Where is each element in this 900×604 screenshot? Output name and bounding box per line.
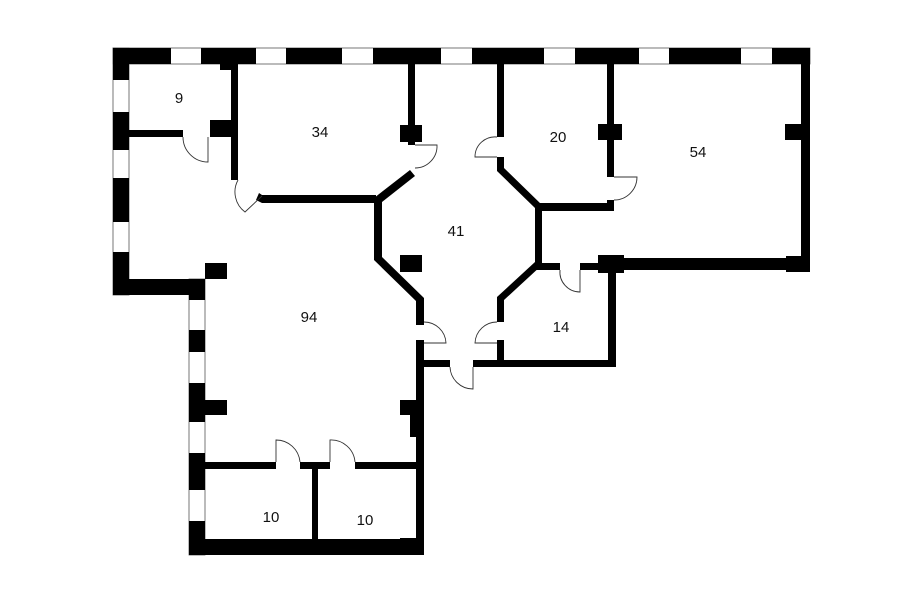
room-10a-label: 10 <box>263 509 280 526</box>
room-94-label: 94 <box>301 309 318 326</box>
room-41-label: 41 <box>448 223 465 240</box>
walls <box>113 48 810 555</box>
room-54-label: 54 <box>690 144 707 161</box>
room-14-label: 14 <box>553 319 570 336</box>
room-34-label: 34 <box>312 124 329 141</box>
doors <box>182 136 638 463</box>
room-labels: 9 34 20 54 41 94 14 10 10 <box>175 90 707 529</box>
room-20-label: 20 <box>550 129 567 146</box>
room-9-label: 9 <box>175 90 183 107</box>
room-10b-label: 10 <box>357 512 374 529</box>
